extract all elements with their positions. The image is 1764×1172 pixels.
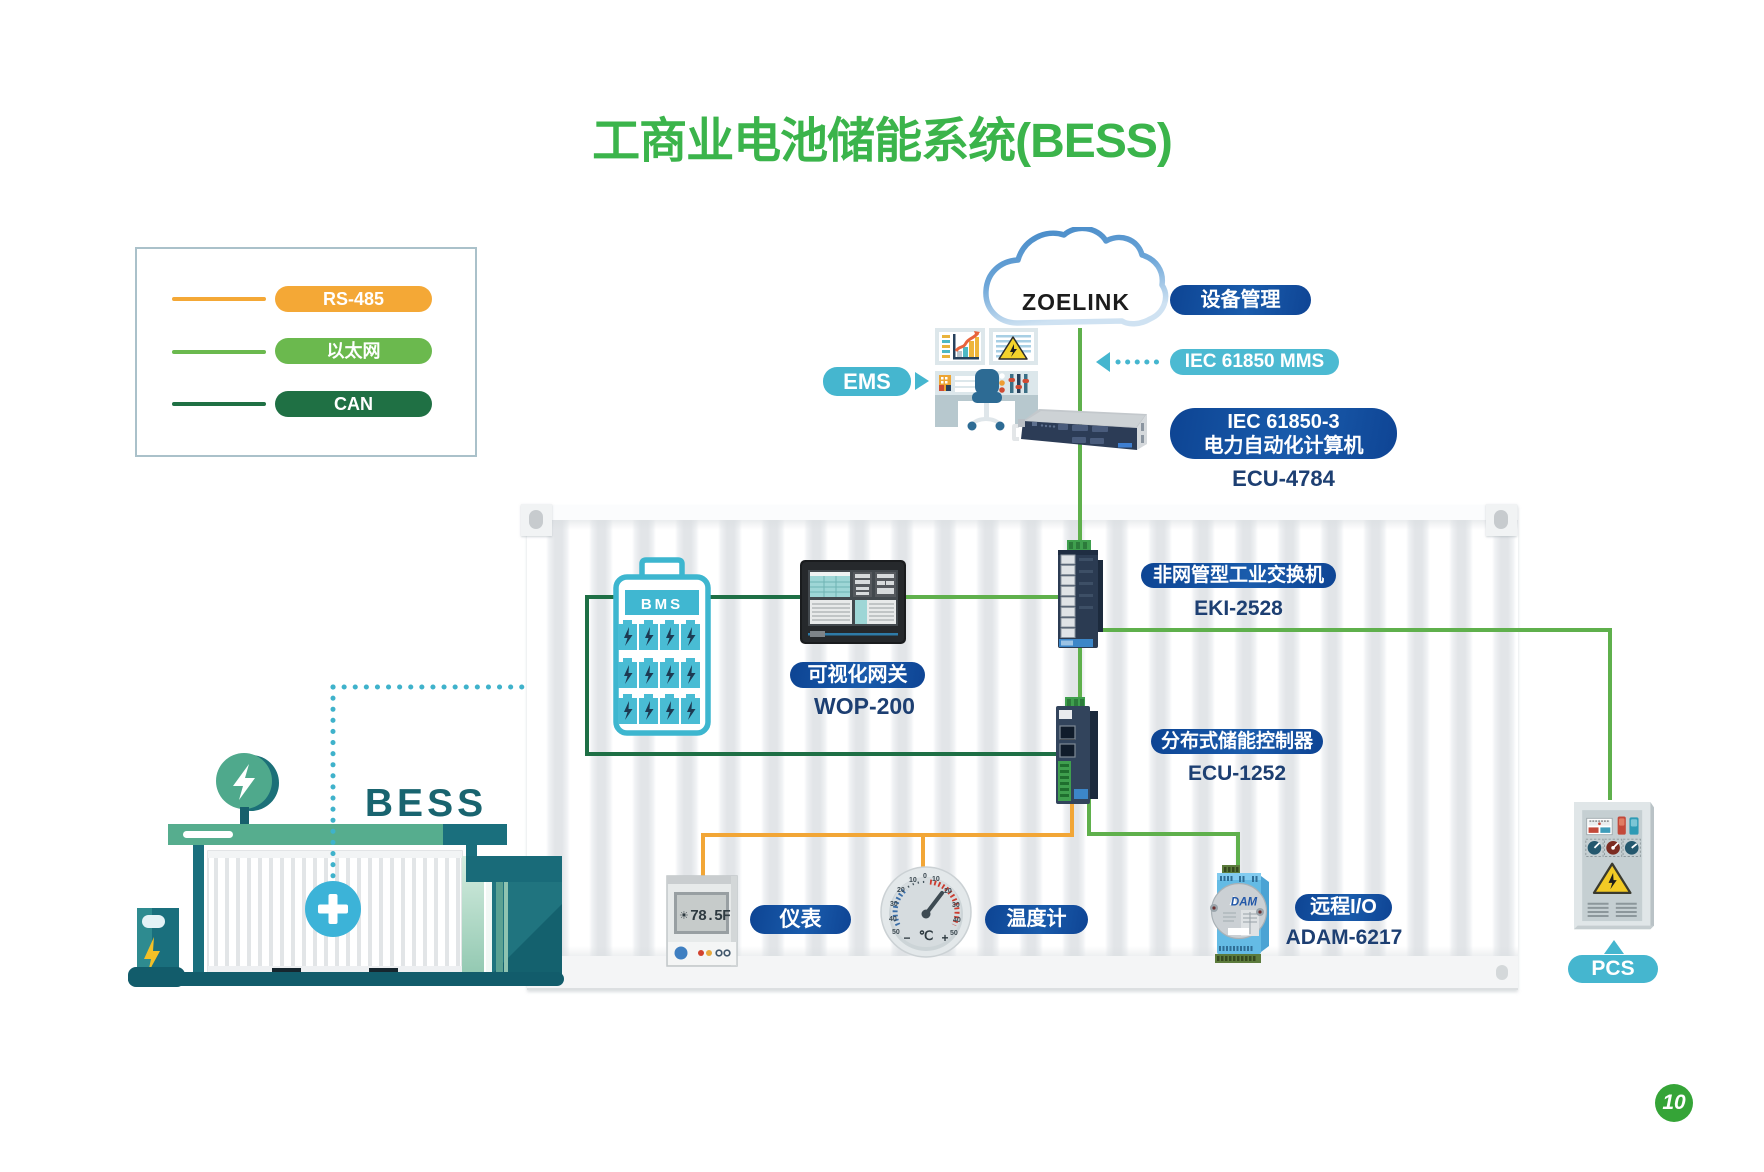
svg-text:℃: ℃ (919, 928, 934, 943)
svg-text:40: 40 (953, 917, 961, 924)
svg-text:20: 20 (944, 888, 952, 895)
svg-text:ZOELINK: ZOELINK (1022, 289, 1130, 315)
svg-text:BESS: BESS (365, 782, 487, 825)
svg-text:50: 50 (892, 929, 900, 936)
svg-text:78.5F: 78.5F (690, 908, 731, 925)
svg-text:30: 30 (890, 901, 898, 908)
svg-text:40: 40 (889, 916, 897, 923)
svg-text:☀: ☀ (679, 910, 689, 922)
svg-text:30: 30 (952, 902, 960, 909)
svg-text:10: 10 (932, 876, 940, 883)
svg-text:50: 50 (950, 930, 958, 937)
svg-text:20: 20 (897, 887, 905, 894)
svg-text:DAM: DAM (1231, 897, 1258, 909)
svg-text:−: − (903, 931, 910, 945)
svg-text:0: 0 (923, 873, 927, 880)
svg-text:10: 10 (909, 877, 917, 884)
svg-text:BMS: BMS (641, 596, 683, 613)
svg-text:+: + (941, 931, 948, 945)
